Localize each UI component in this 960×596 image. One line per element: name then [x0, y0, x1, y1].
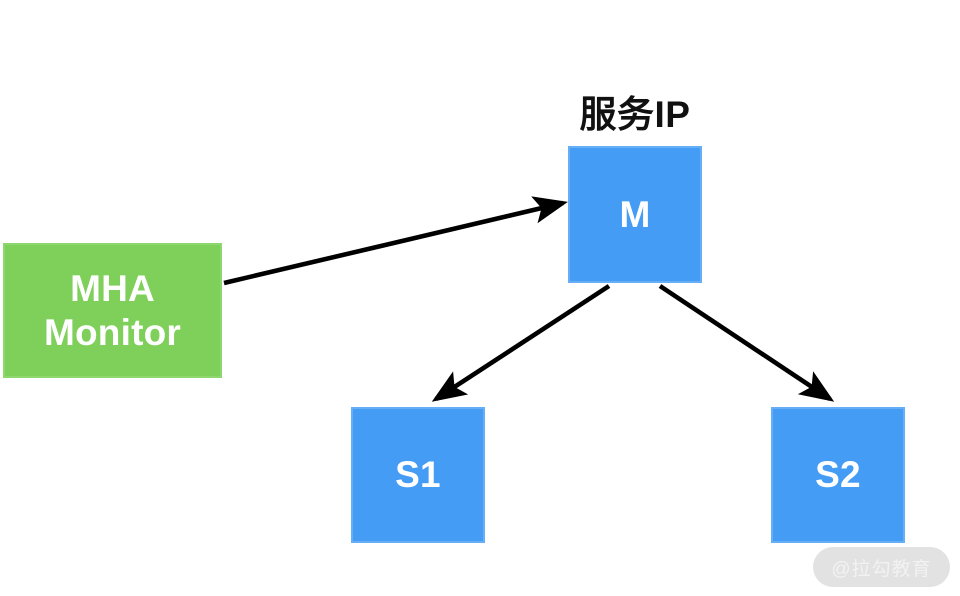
service-ip-title: 服务IP	[579, 94, 691, 135]
watermark-text: @拉勾教育	[831, 558, 932, 580]
node-slave-1-label: S1	[395, 454, 441, 496]
edge-m-to-s1	[431, 284, 611, 402]
node-slave-2-label: S2	[815, 454, 861, 496]
node-master[interactable]: M	[568, 146, 702, 283]
node-mha-monitor[interactable]: MHA Monitor	[3, 243, 222, 378]
edge-mha-to-m	[223, 196, 568, 286]
node-slave-2[interactable]: S2	[771, 407, 905, 543]
node-master-label: M	[619, 193, 651, 235]
node-mha-monitor-label: MHA Monitor	[43, 267, 182, 353]
watermark-badge: @拉勾教育	[813, 547, 950, 587]
node-slave-1[interactable]: S1	[351, 407, 485, 543]
edge-m-to-s2	[658, 284, 835, 402]
